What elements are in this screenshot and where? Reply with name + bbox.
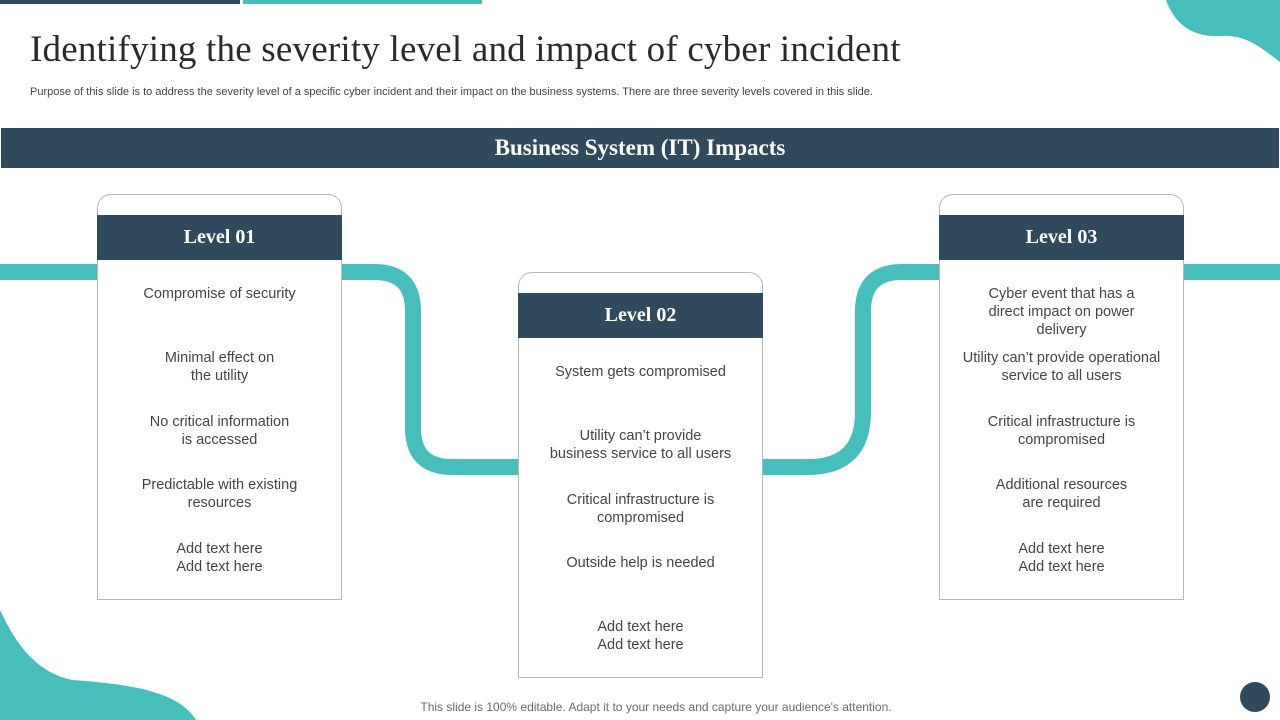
level-card-01: Level 01 Compromise of security Minimal … [97,194,342,600]
level-title: Level 01 [183,226,256,248]
corner-decoration-bottom-left [0,610,196,720]
banner-title: Business System (IT) Impacts [494,135,786,160]
level-item: Compromise of security [143,286,296,302]
slide-nav-dot[interactable] [1240,682,1270,712]
level-title: Level 03 [1025,226,1098,248]
level-header: Level 02 [518,293,763,338]
slide-subtitle: Purpose of this slide is to address the … [30,86,873,98]
level-item: System gets compromised [555,364,726,380]
slide-footer: This slide is 100% editable. Adapt it to… [420,700,892,714]
level-header: Level 01 [97,215,342,260]
level-item: Outside help is needed [566,555,715,571]
slide-title: Identifying the severity level and impac… [30,29,901,70]
top-accent-bar-dark [0,0,240,4]
section-banner: Business System (IT) Impacts [1,128,1279,168]
level-title: Level 02 [604,304,677,326]
level-header: Level 03 [939,215,1184,260]
top-accent-bar-teal [243,0,482,4]
corner-decoration-top-right [1166,0,1280,62]
level-card-02: Level 02 System gets compromised Utility… [518,272,763,678]
